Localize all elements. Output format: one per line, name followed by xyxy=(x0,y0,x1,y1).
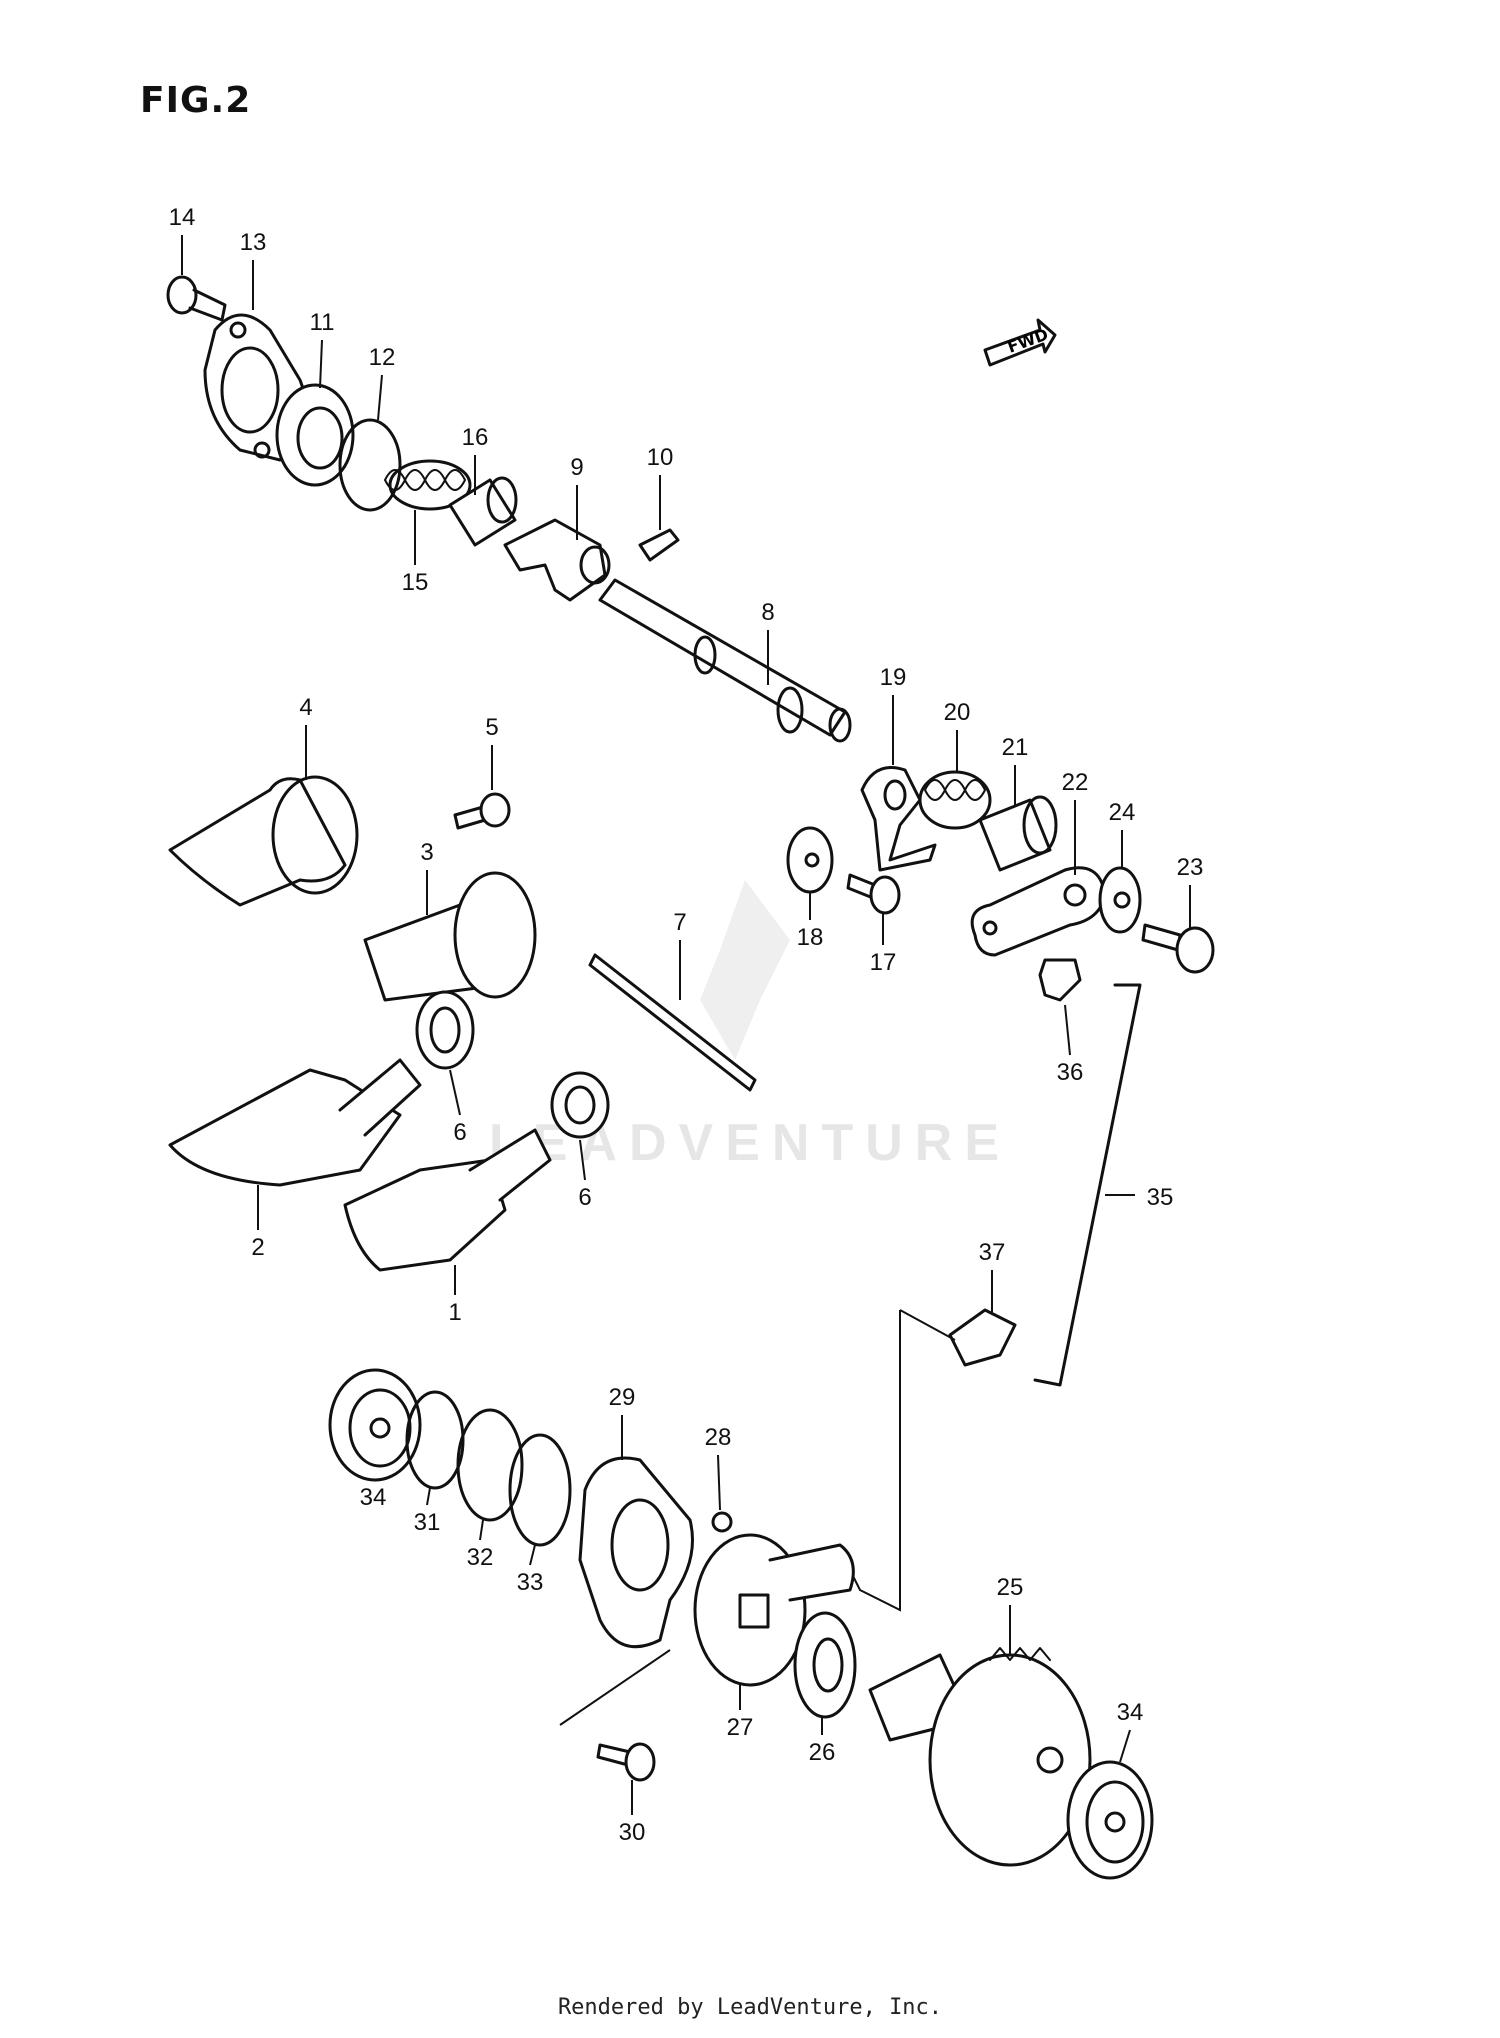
assembly-line xyxy=(849,1309,956,1612)
part-37-clip xyxy=(948,1308,1017,1367)
callout-17: 17 xyxy=(870,949,897,976)
part-2-pipe xyxy=(168,1058,422,1187)
part-18-washer xyxy=(786,826,834,894)
part-31-circlip xyxy=(405,1390,465,1490)
part-20-spring xyxy=(918,770,992,830)
part-30-screw xyxy=(596,1742,656,1782)
part-23-bolt xyxy=(1141,923,1215,974)
callout-2: 2 xyxy=(251,1234,264,1261)
callout-34a: 34 xyxy=(360,1484,387,1511)
callout-16: 16 xyxy=(462,424,489,451)
callout-24: 24 xyxy=(1109,799,1136,826)
part-6-bushing-b xyxy=(550,1071,610,1139)
callout-23: 23 xyxy=(1177,854,1204,881)
part-1-pipe xyxy=(343,1128,552,1272)
callout-10: 10 xyxy=(647,444,674,471)
callout-7: 7 xyxy=(673,909,686,936)
part-22-lever xyxy=(970,866,1107,957)
part-15-spring xyxy=(384,459,472,511)
callout-34b: 34 xyxy=(1117,1699,1144,1726)
callout-12: 12 xyxy=(369,344,396,371)
part-5-bolt xyxy=(453,792,511,830)
footer-credit: Rendered by LeadVenture, Inc. xyxy=(557,1995,943,2020)
callout-31: 31 xyxy=(414,1509,441,1536)
callout-25: 25 xyxy=(997,1574,1024,1601)
callout-19: 19 xyxy=(880,664,907,691)
part-4-pipe xyxy=(168,775,359,907)
callout-8: 8 xyxy=(761,599,774,626)
callout-9: 9 xyxy=(570,454,583,481)
callout-27: 27 xyxy=(727,1714,754,1741)
part-36-clip xyxy=(1038,958,1082,1002)
part-10-screw xyxy=(638,528,680,562)
part-34-bearing-a xyxy=(328,1368,422,1482)
callout-26: 26 xyxy=(809,1739,836,1766)
part-34-bearing-b xyxy=(1066,1760,1154,1880)
part-25-gear xyxy=(868,1647,1092,1867)
callouts: 1 2 3 4 5 6 6 7 8 9 10 11 12 13 14 15 16… xyxy=(169,204,1204,1846)
part-27-cam xyxy=(693,1533,855,1687)
callout-20: 20 xyxy=(944,699,971,726)
callout-29: 29 xyxy=(609,1384,636,1411)
callout-11: 11 xyxy=(310,309,335,336)
fwd-arrow-icon: FWD xyxy=(983,318,1057,367)
part-6-bushing-a xyxy=(415,990,475,1070)
callout-3: 3 xyxy=(420,839,433,866)
part-9-fork xyxy=(503,518,611,602)
callout-14: 14 xyxy=(169,204,196,231)
part-29-plate xyxy=(578,1456,694,1649)
callout-6b: 6 xyxy=(578,1184,591,1211)
callout-21: 21 xyxy=(1002,734,1029,761)
callout-6a: 6 xyxy=(453,1119,466,1146)
callout-13: 13 xyxy=(240,229,267,256)
callout-15: 15 xyxy=(402,569,429,596)
callout-35: 35 xyxy=(1147,1184,1174,1211)
callout-5: 5 xyxy=(485,714,498,741)
callout-22: 22 xyxy=(1062,769,1089,796)
callout-1: 1 xyxy=(448,1299,461,1326)
figure-title: FIG.2 xyxy=(140,80,252,121)
callout-33: 33 xyxy=(517,1569,544,1596)
callout-32: 32 xyxy=(467,1544,494,1571)
callout-36: 36 xyxy=(1057,1059,1084,1086)
part-24-washer xyxy=(1098,866,1142,934)
callout-18: 18 xyxy=(797,924,824,951)
part-19-plate xyxy=(860,766,937,872)
part-3-pipe xyxy=(363,871,537,1002)
callout-4: 4 xyxy=(299,694,312,721)
part-7-rod xyxy=(588,953,757,1092)
part-26-washer xyxy=(793,1611,857,1719)
part-8-shaft xyxy=(598,578,852,743)
part-11-seal xyxy=(275,383,355,487)
part-35-rod xyxy=(1033,983,1142,1387)
part-32-o-ring xyxy=(456,1408,524,1522)
part-14-bolt xyxy=(166,275,227,322)
part-17-bolt xyxy=(846,873,901,915)
part-12-o-ring xyxy=(338,418,402,512)
part-16-collar xyxy=(448,476,518,547)
part-21-collar xyxy=(978,795,1058,872)
assembly-line-2 xyxy=(559,1649,671,1726)
callout-30: 30 xyxy=(619,1819,646,1846)
callout-28: 28 xyxy=(705,1424,732,1451)
part-28-ball xyxy=(711,1511,733,1533)
part-33-gasket xyxy=(508,1433,572,1547)
callout-37: 37 xyxy=(979,1239,1006,1266)
